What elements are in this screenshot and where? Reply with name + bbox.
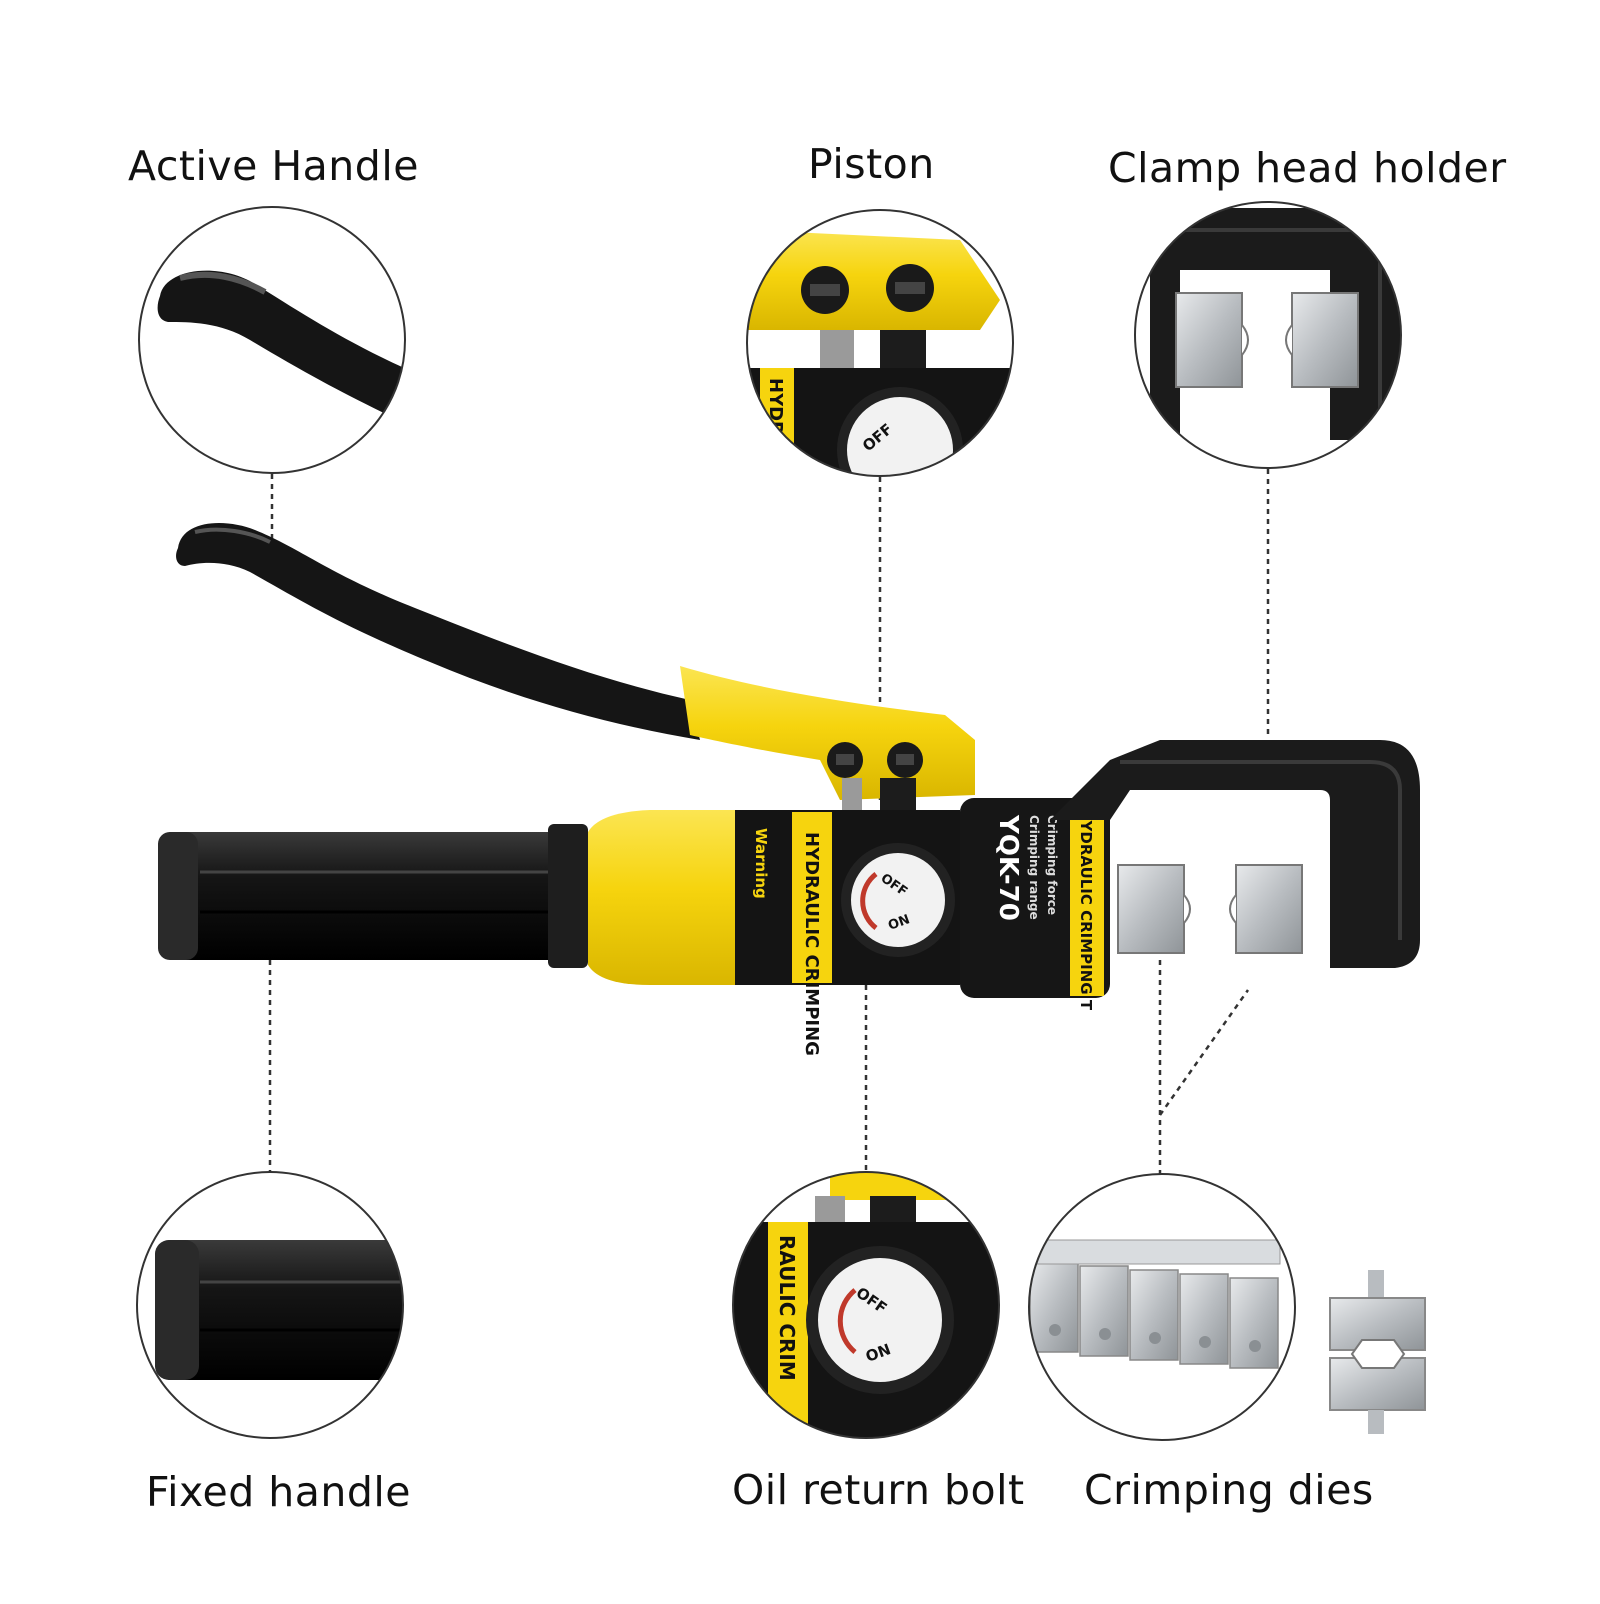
detail-crimping-dies bbox=[1028, 1173, 1296, 1441]
active-handle-lever bbox=[176, 523, 700, 740]
svg-text:HYDRAULIC CRIMPING T: HYDRAULIC CRIMPING T bbox=[1077, 808, 1095, 1011]
detail-active-handle bbox=[138, 206, 406, 474]
fixed-handle-grip bbox=[158, 832, 573, 960]
label-fixed-handle: Fixed handle bbox=[146, 1468, 412, 1516]
die-lower bbox=[1235, 864, 1303, 954]
svg-text:Crimping range: Crimping range bbox=[1027, 815, 1041, 920]
label-piston: Piston bbox=[808, 140, 935, 188]
detail-piston: HYDRA OFF bbox=[746, 209, 1014, 477]
main-tool: HYDRAULIC CRIMPING Warning OFF ON HYDRAU… bbox=[158, 523, 1420, 1056]
svg-text:YQK-70: YQK-70 bbox=[993, 814, 1023, 921]
leader-dies-b bbox=[1158, 989, 1250, 1116]
label-active-handle: Active Handle bbox=[128, 142, 419, 190]
detail-clamp-head bbox=[1134, 201, 1402, 469]
svg-text:HYDRAULIC CRIMPING: HYDRAULIC CRIMPING bbox=[801, 832, 822, 1056]
single-die-pair bbox=[1329, 1270, 1426, 1434]
die-set-row bbox=[1029, 1239, 1281, 1369]
detail-fixed-handle bbox=[136, 1171, 404, 1439]
svg-text:RAULIC CRIM: RAULIC CRIM bbox=[775, 1235, 799, 1381]
label-clamp-head-holder: Clamp head holder bbox=[1108, 144, 1507, 192]
lever-yellow-head bbox=[680, 666, 975, 800]
die-upper bbox=[1117, 864, 1185, 954]
detail-oil-return-bolt: RAULIC CRIM OFF ON bbox=[732, 1171, 1000, 1439]
svg-text:Warning: Warning bbox=[752, 828, 770, 899]
label-oil-return-bolt: Oil return bolt bbox=[732, 1466, 1025, 1514]
svg-text:ON: ON bbox=[886, 912, 912, 934]
label-crimping-dies: Crimping dies bbox=[1084, 1466, 1374, 1514]
svg-text:Crimping force: Crimping force bbox=[1045, 815, 1059, 915]
reservoir-yellow bbox=[588, 810, 740, 985]
